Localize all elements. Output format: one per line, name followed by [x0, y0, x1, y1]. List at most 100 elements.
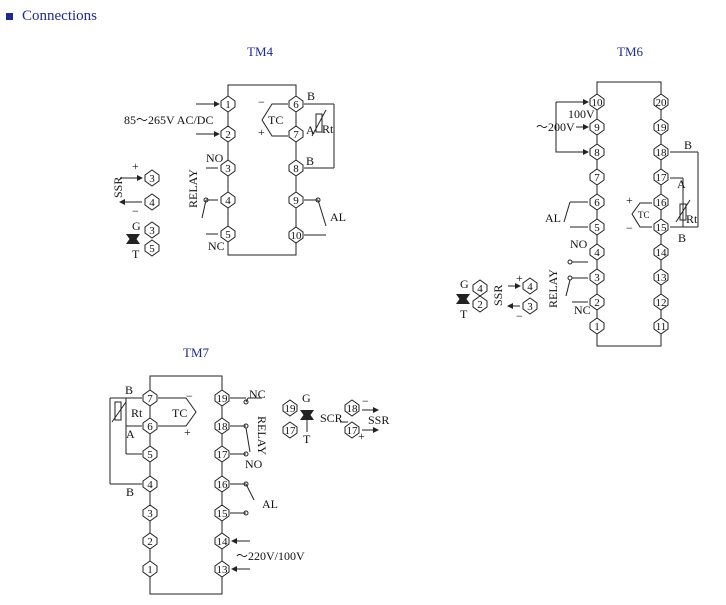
tm4-scr-terminal-5 [144, 239, 160, 257]
tm6-g-label: G [460, 277, 469, 291]
tm7-terminal-4-number: 4 [147, 479, 153, 491]
tm6-terminal-19-number: 19 [656, 122, 668, 134]
tm7-terminal-19 [214, 389, 230, 407]
tm4-ssr-terminal-4 [144, 193, 160, 211]
tm4-terminal-5-number: 5 [225, 229, 231, 241]
tm6-terminal-9-number: 9 [594, 122, 600, 134]
tm6-al-label: AL [545, 211, 561, 225]
tm6-terminal-12 [653, 293, 669, 311]
tm6-ssr-plus: + [516, 271, 523, 285]
tm7-terminal-3 [142, 504, 158, 522]
tm4-terminal-10-number: 10 [291, 230, 303, 242]
tm6-terminal-3 [589, 268, 605, 286]
bullet-square-icon [6, 12, 13, 20]
tm7-al-label: AL [262, 497, 278, 511]
tm4-scr-terminal-5-number: 5 [149, 243, 155, 255]
tm6-terminal-15-number: 15 [656, 222, 668, 234]
tm6-terminal-10-number: 10 [592, 97, 604, 109]
tm6-tc-label: TC [638, 210, 650, 220]
tm7-tc-plus: + [184, 425, 191, 439]
tm6-scr-terminal-4 [472, 279, 488, 297]
tm7-ssr-terminal-18-number: 18 [347, 403, 359, 415]
tm7-terminal-5-number: 5 [147, 449, 153, 461]
tm4-relay-label: RELAY [186, 169, 200, 208]
tm7-terminal-19-number: 19 [217, 393, 229, 405]
tm4-terminal-7-number: 7 [293, 129, 299, 141]
tm6-body [596, 81, 662, 347]
tm6-terminal-12-number: 12 [656, 297, 667, 309]
tm4-title: TM4 [247, 44, 274, 59]
tm4-scr-terminal-3 [144, 221, 160, 239]
tm4-terminal-8-number: 8 [293, 163, 299, 175]
tm6-ssr-terminal-3-number: 3 [527, 301, 533, 313]
tm7-ssr-minus: − [362, 394, 369, 408]
tm7-g-label: G [302, 391, 311, 405]
tm7-terminal-14-number: 14 [217, 536, 229, 548]
tm4-g-label: G [132, 219, 141, 233]
tm7-terminal-14 [214, 532, 230, 550]
tm6-terminal-13 [653, 268, 669, 286]
tm4-terminal-9 [288, 191, 304, 209]
tm4-tc-label: TC [268, 113, 283, 127]
tm6-terminal-6 [589, 193, 605, 211]
tm7-t-label: T [303, 432, 311, 446]
tm7-ssr-plus: + [358, 429, 365, 443]
tm6-terminal-7-number: 7 [594, 172, 600, 184]
section-title: Connections [22, 7, 97, 24]
tm7-ssr-label: SSR [368, 413, 389, 427]
tm6-200v-label: ～200V [536, 120, 575, 134]
tm6-b1-label: B [684, 138, 692, 152]
tm4-ssr-terminal-4-number: 4 [149, 197, 155, 209]
tm7-b1-label: B [125, 383, 133, 397]
tm4-terminal-6 [288, 95, 304, 113]
tm7-terminal-15 [214, 504, 230, 522]
tm4-terminal-9-number: 9 [293, 195, 299, 207]
tm6-no-label: NO [570, 237, 588, 251]
tm6-terminal-8-number: 8 [594, 147, 600, 159]
tm7-ssr-terminal-18 [344, 399, 360, 417]
tm7-terminal-4 [142, 475, 158, 493]
tm7-terminal-16 [214, 475, 230, 493]
tm6-scr-terminal-2 [472, 295, 488, 313]
tm7-terminal-6 [142, 417, 158, 435]
tm7-b2-label: B [126, 485, 134, 499]
tm4-terminal-1-number: 1 [225, 99, 231, 111]
tm6-terminal-11 [653, 317, 669, 335]
tm4-body [227, 84, 297, 256]
tm4-ssr-plus: + [132, 159, 139, 173]
tm7-scr-terminal-17 [282, 421, 298, 439]
tm4-nc-label: NC [208, 239, 225, 253]
tm4-tc-plus: + [258, 125, 265, 139]
tm7-terminal-3-number: 3 [147, 508, 153, 520]
tm7-a-label: A [126, 427, 135, 441]
tm6-terminal-9 [589, 118, 605, 136]
tm4-a-label: A [306, 123, 315, 137]
tm7-no-label: NO [245, 457, 263, 471]
tm6-terminal-3-number: 3 [594, 272, 600, 284]
tm7-nc-label: NC [249, 387, 266, 401]
tm6-terminal-2 [589, 293, 605, 311]
tm7-ssr-terminal-17 [344, 421, 360, 439]
tm6-ssr-terminal-4 [522, 277, 538, 295]
tm4-terminal-2 [220, 125, 236, 143]
tm6-terminal-18-number: 18 [656, 147, 668, 159]
tm6-nc-label: NC [574, 303, 591, 317]
tm6-terminal-14 [653, 243, 669, 261]
tm7-scr-terminal-17-number: 17 [285, 425, 297, 437]
tm6-terminal-1-number: 1 [594, 321, 600, 333]
tm7-terminal-7-number: 7 [147, 393, 153, 405]
tm7-scr-terminal-19-number: 19 [285, 403, 297, 415]
tm6-ssr-label: SSR [491, 285, 505, 306]
tm4-terminal-3 [220, 159, 236, 177]
tm4-terminal-4 [220, 191, 236, 209]
tm4-b2-label: B [306, 154, 314, 168]
tm6-terminal-15 [653, 218, 669, 236]
tm6-terminal-5-number: 5 [594, 222, 600, 234]
tm7-terminal-18 [214, 417, 230, 435]
tm7-power-label: ～220V/100V [236, 549, 305, 563]
tm4-al-label: AL [330, 210, 346, 224]
tm4-terminal-7 [288, 125, 304, 143]
